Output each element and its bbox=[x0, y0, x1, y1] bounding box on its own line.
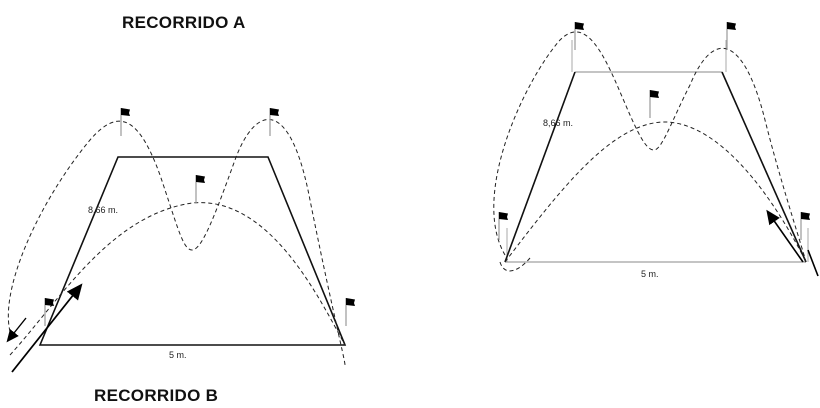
base-length-label-left: 5 m. bbox=[169, 350, 187, 360]
trapezoid-left bbox=[38, 156, 347, 346]
title-recorrido-b: RECORRIDO B bbox=[94, 386, 219, 405]
right-leg-right bbox=[721, 71, 807, 263]
diagram-left: 8,66 m. 5 m. bbox=[6, 107, 356, 373]
title-recorrido-a: RECORRIDO A bbox=[122, 13, 246, 32]
flag-icon bbox=[574, 21, 585, 51]
diagram-right: 8,66 m. 5 m. bbox=[493, 21, 819, 279]
flag-icon bbox=[726, 21, 737, 51]
arrow-icon bbox=[807, 249, 819, 277]
side-length-label-left: 8,66 m. bbox=[88, 205, 118, 215]
arrow-icon bbox=[766, 209, 804, 263]
flag-icon bbox=[345, 297, 356, 327]
flag-icon bbox=[195, 174, 206, 204]
dashed-arch-left bbox=[9, 202, 346, 356]
arrow-icon bbox=[11, 283, 83, 373]
dashed-weave-left bbox=[7, 119, 346, 366]
base-length-label-right: 5 m. bbox=[641, 269, 659, 279]
dashed-arch-right bbox=[504, 121, 807, 263]
left-leg-right bbox=[504, 71, 576, 263]
flag-icon bbox=[800, 211, 811, 241]
arrow-icon bbox=[6, 317, 27, 343]
dashed-weave-right bbox=[493, 31, 807, 263]
flag-icon bbox=[649, 89, 660, 119]
side-length-label-right: 8,66 m. bbox=[543, 118, 573, 128]
